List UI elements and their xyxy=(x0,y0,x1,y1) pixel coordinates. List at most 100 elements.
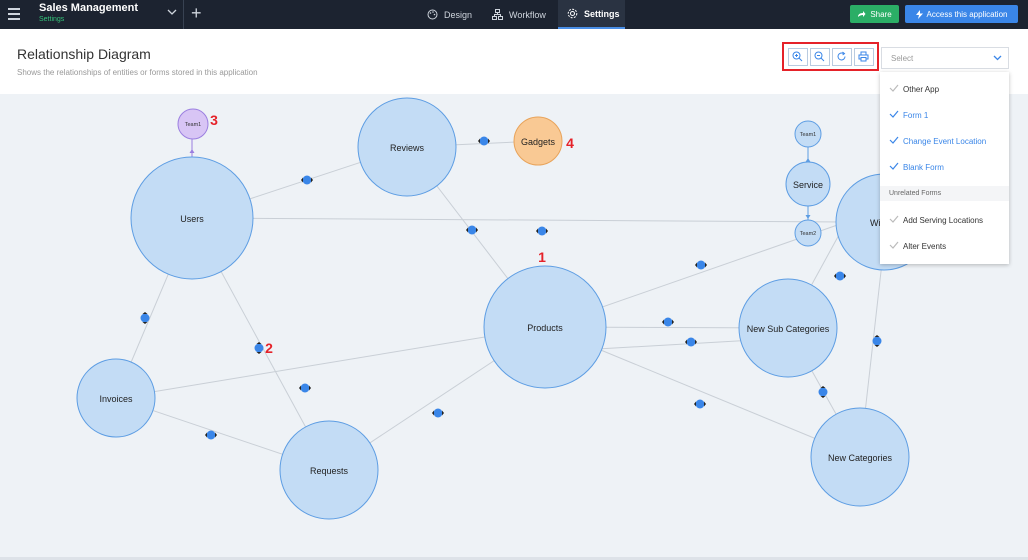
dropdown-item-label: Form 1 xyxy=(903,111,929,120)
edge-badge[interactable] xyxy=(536,226,548,236)
callout-number: 4 xyxy=(566,135,574,151)
share-label: Share xyxy=(870,9,892,19)
edge-badge[interactable] xyxy=(662,317,674,327)
node-invoices[interactable]: Invoices xyxy=(76,358,156,438)
diagram-toolbar xyxy=(782,42,879,71)
zoom-in-button[interactable] xyxy=(787,47,808,66)
check-icon xyxy=(889,110,899,118)
edge-badge[interactable] xyxy=(685,337,697,347)
print-button[interactable] xyxy=(853,47,874,66)
check-icon xyxy=(889,162,899,170)
node-label: New Sub Categories xyxy=(747,324,830,334)
dropdown-section-header: Unrelated Forms xyxy=(880,186,1009,201)
edge-badge[interactable] xyxy=(694,399,706,409)
tab-workflow-label: Workflow xyxy=(509,9,546,20)
select-placeholder: Select xyxy=(891,54,914,63)
dropdown-item-form-1[interactable]: Form 1 xyxy=(880,102,1009,128)
dropdown-item-change-event-location[interactable]: Change Event Location xyxy=(880,128,1009,154)
node-gadgets[interactable]: Gadgets xyxy=(513,116,563,166)
gear-icon xyxy=(567,8,578,19)
top-bar: Sales Management Settings + Design Workf… xyxy=(0,0,1028,29)
edge-badge[interactable] xyxy=(818,386,828,398)
node-service[interactable]: Service xyxy=(785,161,831,207)
edge-badge[interactable] xyxy=(254,342,264,354)
bottom-border xyxy=(0,557,1028,560)
share-arrow-icon xyxy=(858,11,866,17)
node-label: Team2 xyxy=(800,231,817,237)
node-products[interactable]: Products xyxy=(483,265,607,389)
node-label: Requests xyxy=(310,466,349,476)
node-users[interactable]: Users xyxy=(130,156,254,280)
dropdown-item-label: Alter Events xyxy=(903,242,947,251)
dropdown-item-add-serving-locations[interactable]: Add Serving Locations xyxy=(880,207,1009,233)
chevron-down-icon[interactable] xyxy=(166,6,178,18)
arrow-icon xyxy=(805,158,811,162)
node-new-sub-categories[interactable]: New Sub Categories xyxy=(738,278,838,378)
dropdown-item-label: Other App xyxy=(903,85,940,94)
edge-badge[interactable] xyxy=(834,271,846,281)
access-label: Access this application xyxy=(926,9,1008,19)
share-button[interactable]: Share xyxy=(850,5,899,23)
app-name[interactable]: Sales Management xyxy=(39,2,139,14)
zoom-in-icon xyxy=(792,51,803,62)
node-new-categories[interactable]: New Categories xyxy=(810,407,910,507)
form-select[interactable]: Select xyxy=(881,47,1009,69)
node-requests[interactable]: Requests xyxy=(279,420,379,520)
edge-badge[interactable] xyxy=(299,383,311,393)
plus-icon[interactable]: + xyxy=(191,3,202,23)
zoom-out-button[interactable] xyxy=(809,47,830,66)
page-title: Relationship Diagram xyxy=(17,46,151,62)
node-label: New Categories xyxy=(828,453,893,463)
lightning-icon xyxy=(915,9,923,19)
node-label: Wi xyxy=(870,218,881,228)
check-icon xyxy=(889,136,899,144)
node-label: Team1 xyxy=(800,132,817,138)
callout-number: 1 xyxy=(538,249,546,265)
refresh-button[interactable] xyxy=(831,47,852,66)
tab-workflow[interactable]: Workflow xyxy=(492,0,554,29)
edge-badge[interactable] xyxy=(872,335,882,347)
node-label: Products xyxy=(527,323,563,333)
node-team2[interactable]: Team2 xyxy=(794,219,822,247)
edge-badges xyxy=(140,136,882,440)
edge-badge[interactable] xyxy=(478,136,490,146)
refresh-icon xyxy=(837,51,846,61)
check-icon xyxy=(889,215,899,223)
palette-icon xyxy=(427,9,438,20)
relationship-diagram-canvas[interactable]: Users Team1 Reviews Gadgets Products Inv… xyxy=(0,94,1028,557)
edge-badge[interactable] xyxy=(466,225,478,235)
node-label: Gadgets xyxy=(521,137,556,147)
node-reviews[interactable]: Reviews xyxy=(357,97,457,197)
dropdown-item-label: Blank Form xyxy=(903,163,944,172)
tab-design[interactable]: Design xyxy=(427,0,483,29)
node-label: Invoices xyxy=(99,394,133,404)
node-label: Service xyxy=(793,180,823,190)
page-subtitle: Shows the relationships of entities or f… xyxy=(17,68,258,77)
section-label: Unrelated Forms xyxy=(889,190,942,197)
node-team1-right[interactable]: Team1 xyxy=(794,120,822,148)
node-label: Team1 xyxy=(185,122,202,128)
arrow-icon xyxy=(805,215,811,219)
menu-icon[interactable] xyxy=(8,8,20,20)
edge-badge[interactable] xyxy=(695,260,707,270)
check-icon xyxy=(889,84,899,92)
dropdown-item-other-app[interactable]: Other App xyxy=(880,76,1009,102)
zoom-out-icon xyxy=(814,51,825,62)
app-subtitle: Settings xyxy=(39,16,65,23)
dropdown-item-alter-events[interactable]: Alter Events xyxy=(880,233,1009,259)
workflow-icon xyxy=(492,9,503,20)
edge-invoices-products xyxy=(115,326,546,399)
tab-settings-label: Settings xyxy=(584,8,620,19)
dropdown-item-label: Add Serving Locations xyxy=(903,216,984,225)
tab-design-label: Design xyxy=(444,9,473,20)
edge-badge[interactable] xyxy=(140,312,150,324)
node-team1-left[interactable]: Team1 xyxy=(177,108,209,140)
edge-badge[interactable] xyxy=(205,430,217,440)
tab-settings[interactable]: Settings xyxy=(558,0,625,29)
dropdown-item-label: Change Event Location xyxy=(903,137,987,146)
edge-badge[interactable] xyxy=(301,175,313,185)
edge-badge[interactable] xyxy=(432,408,444,418)
node-label: Users xyxy=(180,214,204,224)
access-application-button[interactable]: Access this application xyxy=(905,5,1018,23)
dropdown-item-blank-form[interactable]: Blank Form xyxy=(880,154,1009,180)
